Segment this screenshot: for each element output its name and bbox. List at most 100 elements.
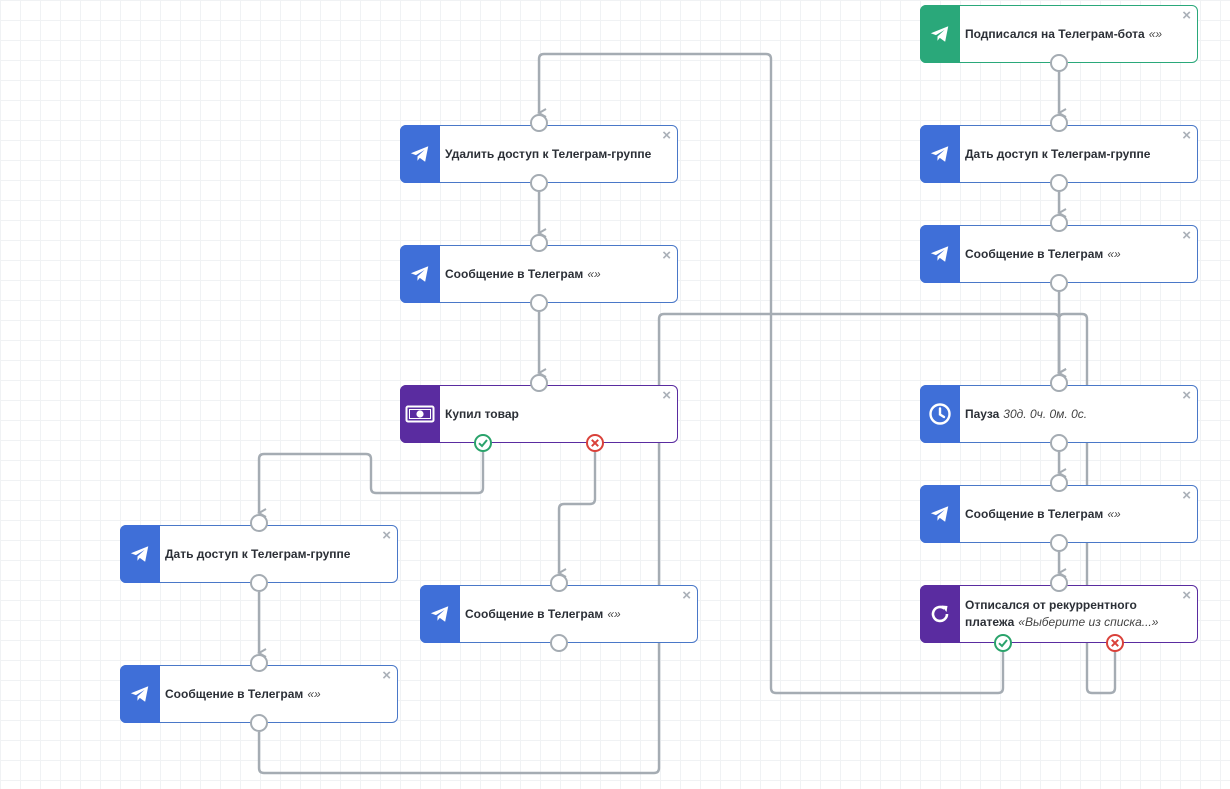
close-icon[interactable]: ×: [382, 667, 391, 684]
node-parameter: «»: [307, 686, 321, 701]
port-out-message-mid-2[interactable]: [550, 634, 568, 652]
close-icon[interactable]: ×: [682, 587, 691, 604]
port-in-give-access-right[interactable]: [1050, 114, 1068, 132]
node-label: Подписался на Телеграм-бота: [965, 26, 1145, 41]
close-icon[interactable]: ×: [1182, 487, 1191, 504]
port-out-message-right-1[interactable]: [1050, 274, 1068, 292]
port-in-unsubscribed[interactable]: [1050, 574, 1068, 592]
close-icon[interactable]: ×: [1182, 587, 1191, 604]
node-label: Дать доступ к Телеграм-группе: [965, 146, 1151, 161]
port-in-remove-access[interactable]: [530, 114, 548, 132]
node-title: Удалить доступ к Телеграм-группе: [445, 126, 655, 182]
node-text-wrap: Сообщение в Телеграм«»: [965, 246, 1121, 263]
node-title: Сообщение в Телеграм«»: [965, 486, 1175, 542]
node-title: Отписался от рекуррентного платежа«Выбер…: [965, 586, 1175, 642]
check-icon: [478, 439, 488, 448]
node-text-wrap: Сообщение в Телеграм«»: [445, 266, 601, 283]
telegram-icon: [120, 525, 160, 583]
node-remove-access[interactable]: Удалить доступ к Телеграм-группе ×: [400, 125, 678, 183]
close-icon[interactable]: ×: [662, 127, 671, 144]
port-in-give-access-left[interactable]: [250, 514, 268, 532]
node-parameter: «»: [1148, 26, 1163, 41]
telegram-icon: [920, 5, 960, 63]
cross-icon: [591, 439, 599, 447]
port-out-subscribed[interactable]: [1050, 54, 1068, 72]
wire-bought-no-to-message-mid-2: [559, 452, 597, 573]
port-no-bought[interactable]: [586, 434, 604, 452]
node-give-access-right[interactable]: Дать доступ к Телеграм-группе ×: [920, 125, 1198, 183]
port-out-give-access-right[interactable]: [1050, 174, 1068, 192]
node-text-wrap: Сообщение в Телеграм«»: [165, 686, 321, 703]
port-yes-bought[interactable]: [474, 434, 492, 452]
node-label: Сообщение в Телеграм: [965, 246, 1104, 261]
node-bought[interactable]: Купил товар ×: [400, 385, 678, 443]
node-message-left[interactable]: Сообщение в Телеграм«» ×: [120, 665, 398, 723]
node-title: Сообщение в Телеграм«»: [465, 586, 675, 642]
node-parameter: «»: [587, 266, 601, 281]
node-parameter: «»: [1107, 246, 1121, 261]
node-message-mid-2[interactable]: Сообщение в Телеграм«» ×: [420, 585, 698, 643]
port-in-message-left[interactable]: [250, 654, 268, 672]
port-out-message-left[interactable]: [250, 714, 268, 732]
cross-icon: [1111, 639, 1119, 647]
close-icon[interactable]: ×: [1182, 387, 1191, 404]
node-label: Удалить доступ к Телеграм-группе: [445, 146, 652, 161]
check-icon: [998, 639, 1008, 648]
port-out-message-mid-1[interactable]: [530, 294, 548, 312]
node-label: Дать доступ к Телеграм-группе: [165, 546, 351, 561]
port-in-message-mid-2[interactable]: [550, 574, 568, 592]
node-title: Сообщение в Телеграм«»: [965, 226, 1175, 282]
node-parameter: «»: [1107, 506, 1121, 521]
node-label: Отписался от рекуррентного платежа: [965, 598, 1137, 629]
wire-bought-yes-to-access-left: [259, 452, 485, 513]
port-in-message-mid-1[interactable]: [530, 234, 548, 252]
close-icon[interactable]: ×: [1182, 227, 1191, 244]
port-in-bought[interactable]: [530, 374, 548, 392]
refresh-icon: [920, 585, 960, 643]
telegram-icon: [400, 245, 440, 303]
telegram-icon: [920, 125, 960, 183]
close-icon[interactable]: ×: [382, 527, 391, 544]
port-in-message-right-2[interactable]: [1050, 474, 1068, 492]
node-unsubscribed[interactable]: Отписался от рекуррентного платежа«Выбер…: [920, 585, 1198, 643]
close-icon[interactable]: ×: [662, 387, 671, 404]
node-parameter: «Выберите из списка...»: [1018, 615, 1159, 629]
close-icon[interactable]: ×: [1182, 7, 1191, 24]
port-no-unsubscribed[interactable]: [1106, 634, 1124, 652]
port-out-remove-access[interactable]: [530, 174, 548, 192]
node-parameter: «»: [607, 606, 621, 621]
close-icon[interactable]: ×: [662, 247, 671, 264]
node-label: Сообщение в Телеграм: [165, 686, 304, 701]
node-label: Сообщение в Телеграм: [445, 266, 584, 281]
telegram-icon: [920, 225, 960, 283]
port-in-pause[interactable]: [1050, 374, 1068, 392]
node-text-wrap: Отписался от рекуррентного платежа«Выбер…: [965, 597, 1175, 631]
port-in-message-right-1[interactable]: [1050, 214, 1068, 232]
node-message-mid-1[interactable]: Сообщение в Телеграм«» ×: [400, 245, 678, 303]
port-out-pause[interactable]: [1050, 434, 1068, 452]
node-label: Пауза: [965, 406, 1000, 421]
node-give-access-left[interactable]: Дать доступ к Телеграм-группе ×: [120, 525, 398, 583]
node-text-wrap: Подписался на Телеграм-бота«»: [965, 26, 1162, 43]
port-out-message-right-2[interactable]: [1050, 534, 1068, 552]
clock-icon: [920, 385, 960, 443]
node-parameter: 30д. 0ч. 0м. 0с.: [1003, 406, 1088, 421]
node-title: Подписался на Телеграм-бота«»: [965, 6, 1175, 62]
node-text-wrap: Сообщение в Телеграм«»: [965, 506, 1121, 523]
port-out-give-access-left[interactable]: [250, 574, 268, 592]
node-label: Купил товар: [445, 406, 519, 421]
port-yes-unsubscribed[interactable]: [994, 634, 1012, 652]
close-icon[interactable]: ×: [1182, 127, 1191, 144]
node-message-right-2[interactable]: Сообщение в Телеграм«» ×: [920, 485, 1198, 543]
node-title: Купил товар: [445, 386, 655, 442]
node-subscribed[interactable]: Подписался на Телеграм-бота«» ×: [920, 5, 1198, 63]
node-label: Сообщение в Телеграм: [465, 606, 604, 621]
node-title: Дать доступ к Телеграм-группе: [165, 526, 375, 582]
node-label: Сообщение в Телеграм: [965, 506, 1104, 521]
node-title: Сообщение в Телеграм«»: [445, 246, 655, 302]
telegram-icon: [920, 485, 960, 543]
telegram-icon: [420, 585, 460, 643]
